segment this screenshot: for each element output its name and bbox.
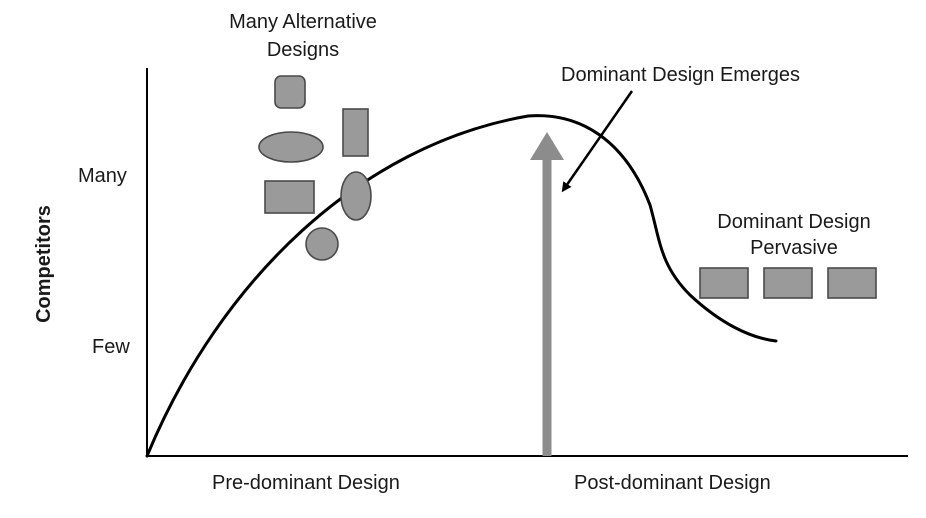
pervasive-label-line1: Dominant Design [717,211,870,233]
y-axis-label: Competitors [33,205,55,323]
alt-design-rect [264,180,315,214]
alt-design-tall-ellipse [340,171,372,221]
alternatives-label-line2: Designs [267,39,339,61]
emerges-label: Dominant Design Emerges [561,64,800,86]
x-region-pre-dominant: Pre-dominant Design [212,472,400,494]
emergence-arrow-head [530,132,564,160]
y-tick-few: Few [92,336,130,358]
dominant-design-box-3 [827,267,877,299]
pervasive-label-line2: Pervasive [750,237,838,259]
competitors-curve [145,114,778,458]
alternatives-label-line1: Many Alternative [229,11,377,33]
alt-design-wide-ellipse [258,131,324,163]
dominant-design-box-1 [699,267,749,299]
y-tick-many: Many [78,165,127,187]
dominant-design-box-2 [763,267,813,299]
alt-design-circle [305,227,339,261]
alt-design-tall-rect [342,108,369,157]
alt-design-rounded-square [274,75,306,109]
x-region-post-dominant: Post-dominant Design [574,472,771,494]
emerges-pointer-arrow [561,90,634,193]
